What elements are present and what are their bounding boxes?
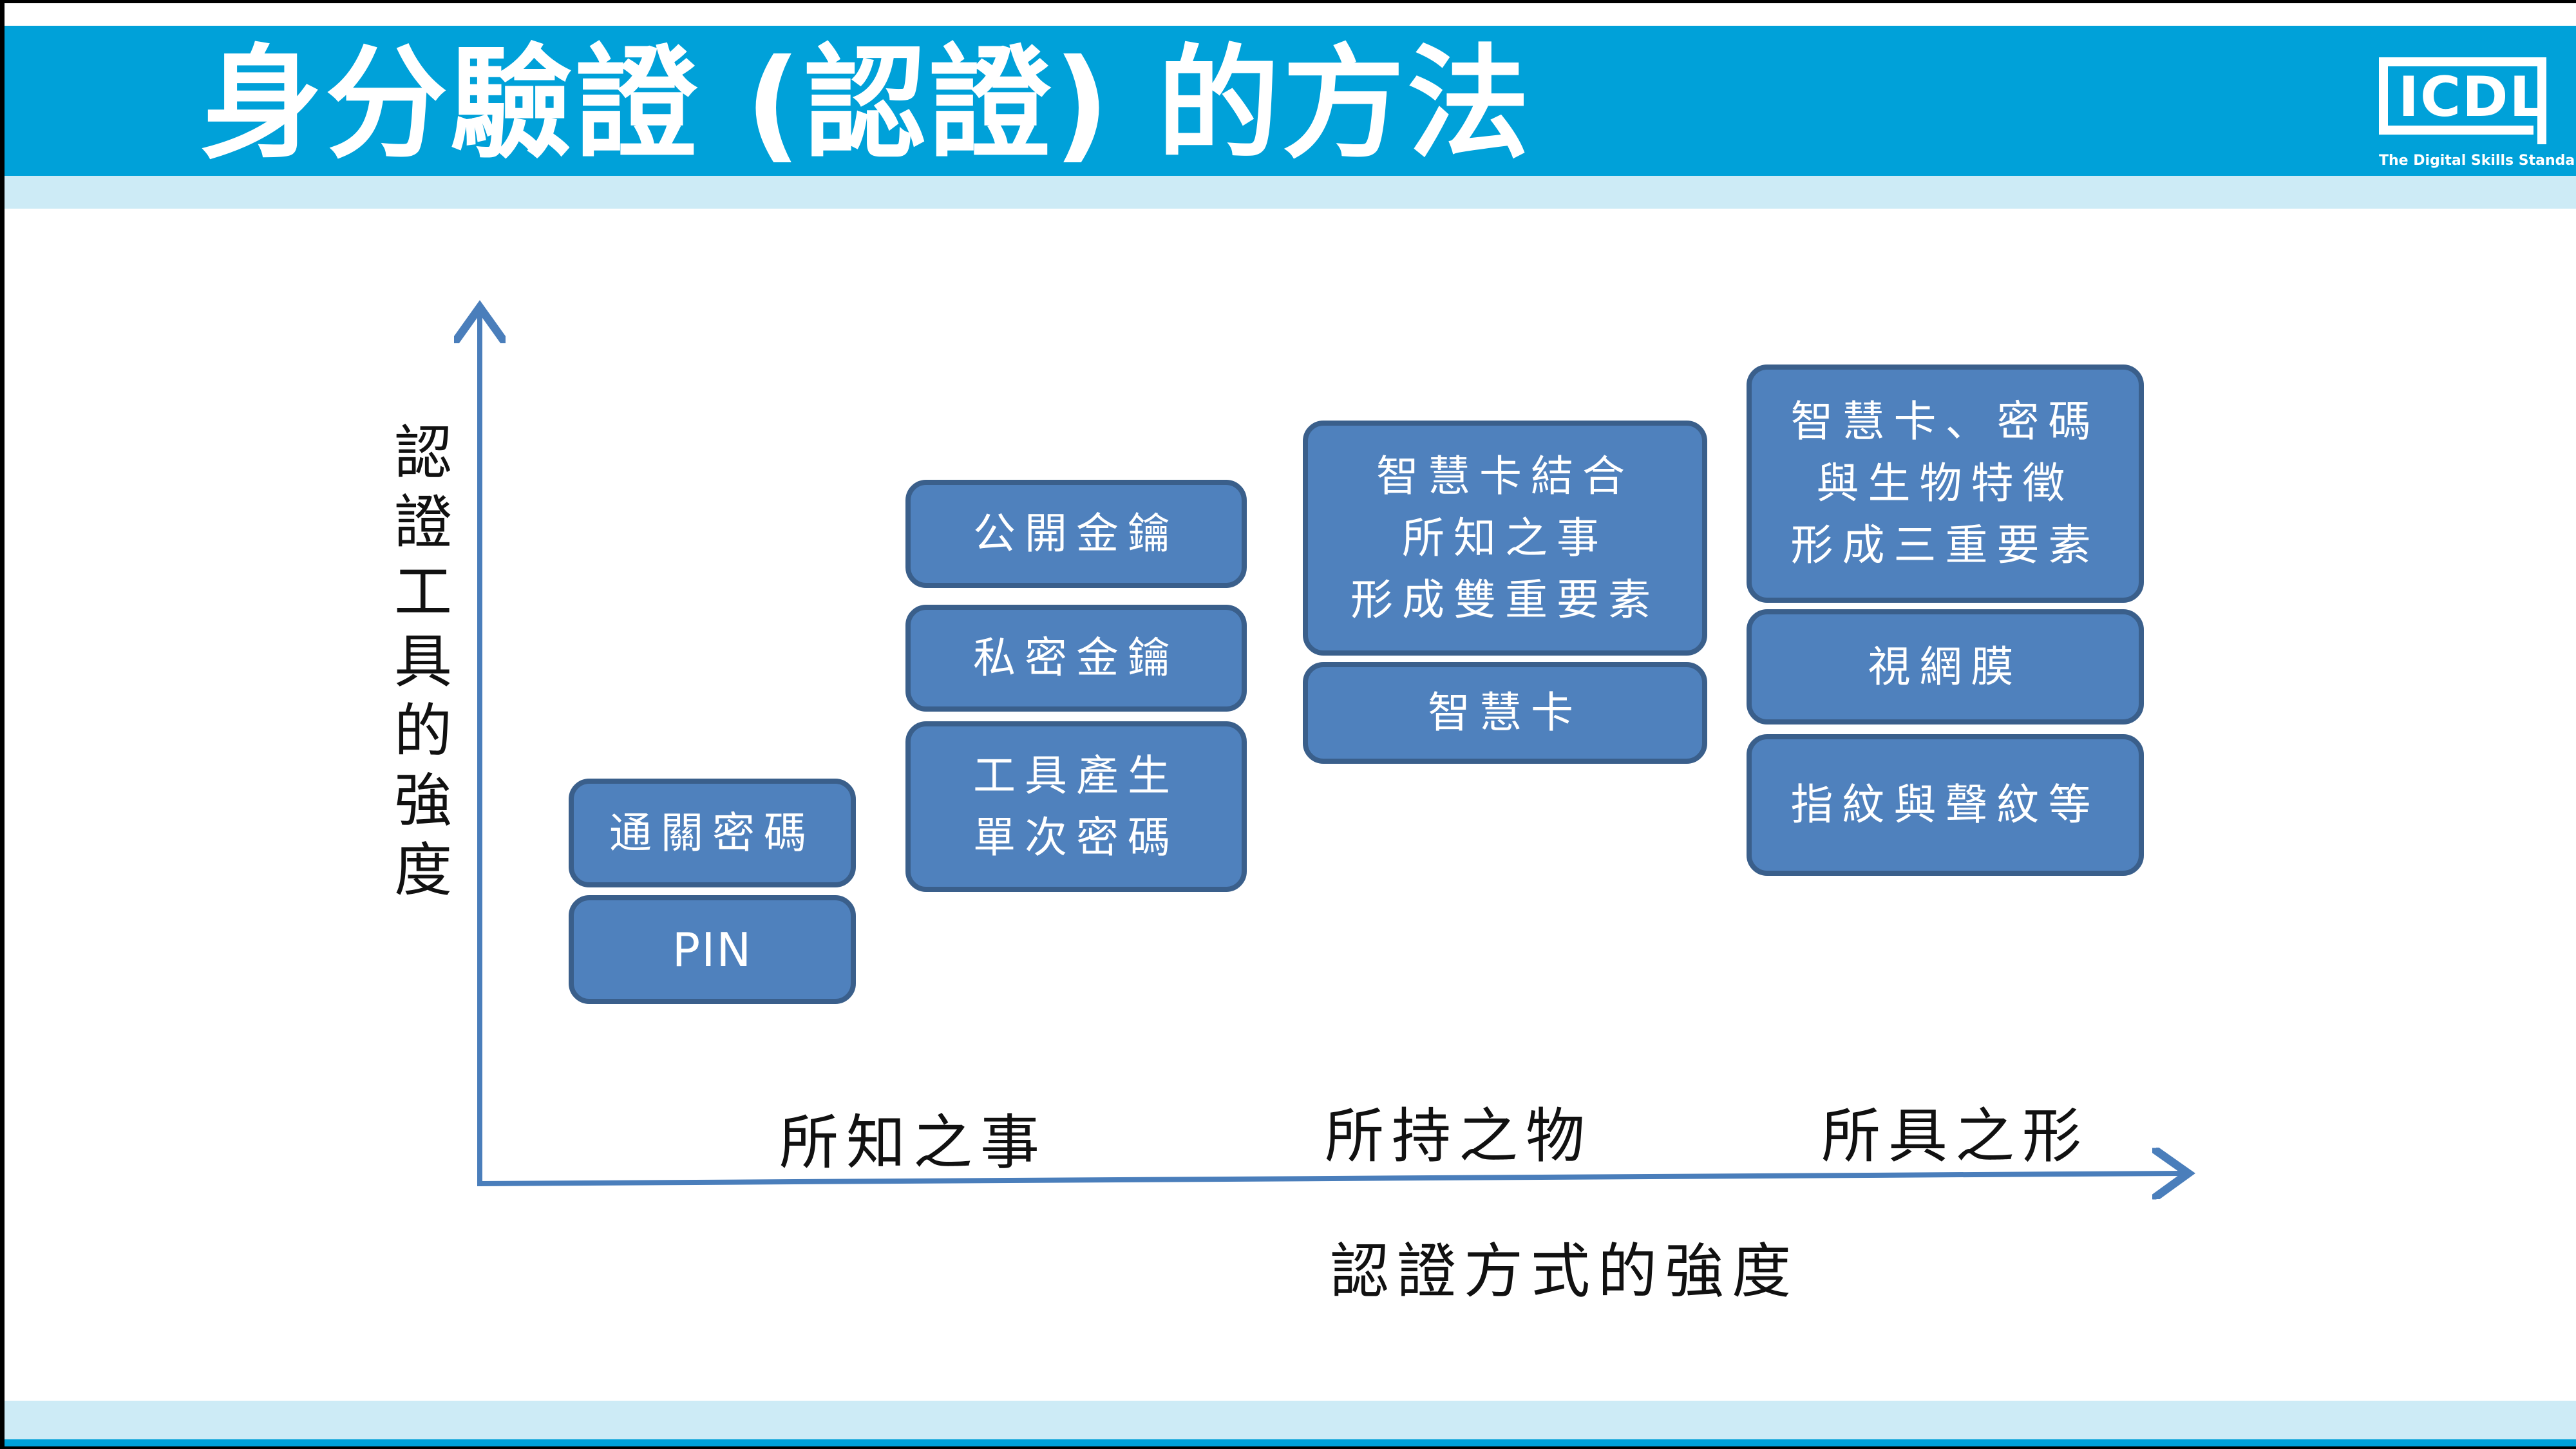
y-label-char: 具 <box>394 628 452 696</box>
logo-text: ICDL <box>2398 65 2546 129</box>
box-retina: 視網膜 <box>1747 609 2144 724</box>
y-axis-label: 認 證 工 具 的 強 度 <box>394 419 452 905</box>
box-label: 指紋與聲紋等 <box>1790 780 2100 829</box>
logo-corner <box>2532 57 2546 144</box>
bottom-border <box>0 1446 2576 1449</box>
box-public-key: 公開金鑰 <box>905 480 1247 588</box>
box-smart-card: 智慧卡 <box>1303 662 1707 764</box>
category-something-you-have: 所持之物 <box>1324 1102 1593 1171</box>
box-label: 智慧卡、密碼 <box>1790 397 2100 446</box>
box-label: 智慧卡 <box>1428 688 1582 737</box>
box-label: 形成三重要素 <box>1790 520 2100 570</box>
box-fingerprint-voice: 指紋與聲紋等 <box>1747 734 2144 876</box>
box-two-factor: 智慧卡結合 所知之事 形成雙重要素 <box>1303 421 1707 656</box>
box-private-key: 私密金鑰 <box>905 605 1247 712</box>
footer-accent-band <box>5 1401 2576 1439</box>
icdl-logo: ICDL The Digital Skills Standard <box>2379 57 2576 173</box>
box-pin: PIN <box>569 895 856 1004</box>
box-label: 所知之事 <box>1402 513 1608 563</box>
box-label: 智慧卡結合 <box>1376 451 1634 501</box>
y-label-char: 工 <box>394 558 452 626</box>
box-pass-code: 通關密碼 <box>569 779 856 887</box>
box-three-factor: 智慧卡、密碼 與生物特徵 形成三重要素 <box>1747 365 2144 603</box>
box-label: 工具產生 <box>973 750 1179 800</box>
box-label: 單次密碼 <box>973 812 1179 862</box>
box-label: 公開金鑰 <box>973 509 1179 558</box>
logo-tagline: The Digital Skills Standard <box>2379 153 2576 169</box>
box-label: 通關密碼 <box>609 808 815 858</box>
header-accent-band <box>5 176 2576 209</box>
y-label-char: 認 <box>394 419 452 487</box>
logo-frame <box>2379 57 2533 135</box>
category-something-you-are: 所具之形 <box>1821 1102 2090 1171</box>
box-label: PIN <box>672 922 753 977</box>
y-label-char: 證 <box>394 489 452 556</box>
footer-band <box>5 1439 2576 1446</box>
box-label: 形成雙重要素 <box>1350 574 1660 625</box>
y-label-char: 度 <box>394 837 452 904</box>
left-border <box>0 0 5 1449</box>
box-label: 視網膜 <box>1868 641 2023 692</box>
y-label-char: 強 <box>394 767 452 835</box>
x-axis <box>477 1173 2183 1184</box>
top-border <box>0 0 2576 3</box>
box-label: 私密金鑰 <box>973 633 1179 683</box>
box-one-time-password: 工具產生 單次密碼 <box>905 721 1247 892</box>
category-something-you-know: 所知之事 <box>779 1108 1048 1177</box>
y-label-char: 的 <box>394 697 452 765</box>
header-band <box>5 26 2576 176</box>
box-label: 與生物特徵 <box>1816 459 2074 508</box>
slide-title: 身分驗證 (認證) 的方法 <box>200 33 1532 175</box>
x-axis-label: 認證方式的強度 <box>1329 1237 1799 1306</box>
